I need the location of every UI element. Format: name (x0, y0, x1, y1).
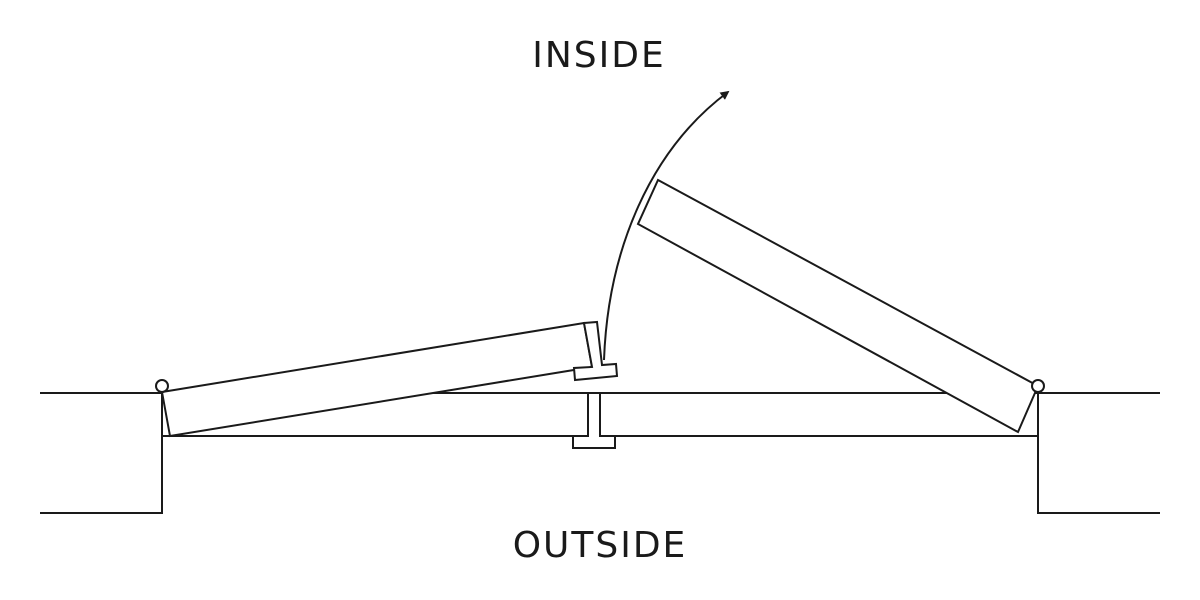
left-hinge (155, 379, 169, 393)
right-hinge (1031, 379, 1045, 393)
left-wall (40, 392, 163, 514)
right-wall (1037, 392, 1160, 514)
swing-arc-arrow (603, 90, 730, 361)
inside-label: INSIDE (532, 35, 666, 76)
center-mullion (572, 392, 616, 449)
left-door-leaf (160, 321, 594, 438)
right-door-leaf (636, 178, 1040, 434)
left-door-stile (572, 320, 619, 382)
outside-label: OUTSIDE (512, 525, 688, 566)
